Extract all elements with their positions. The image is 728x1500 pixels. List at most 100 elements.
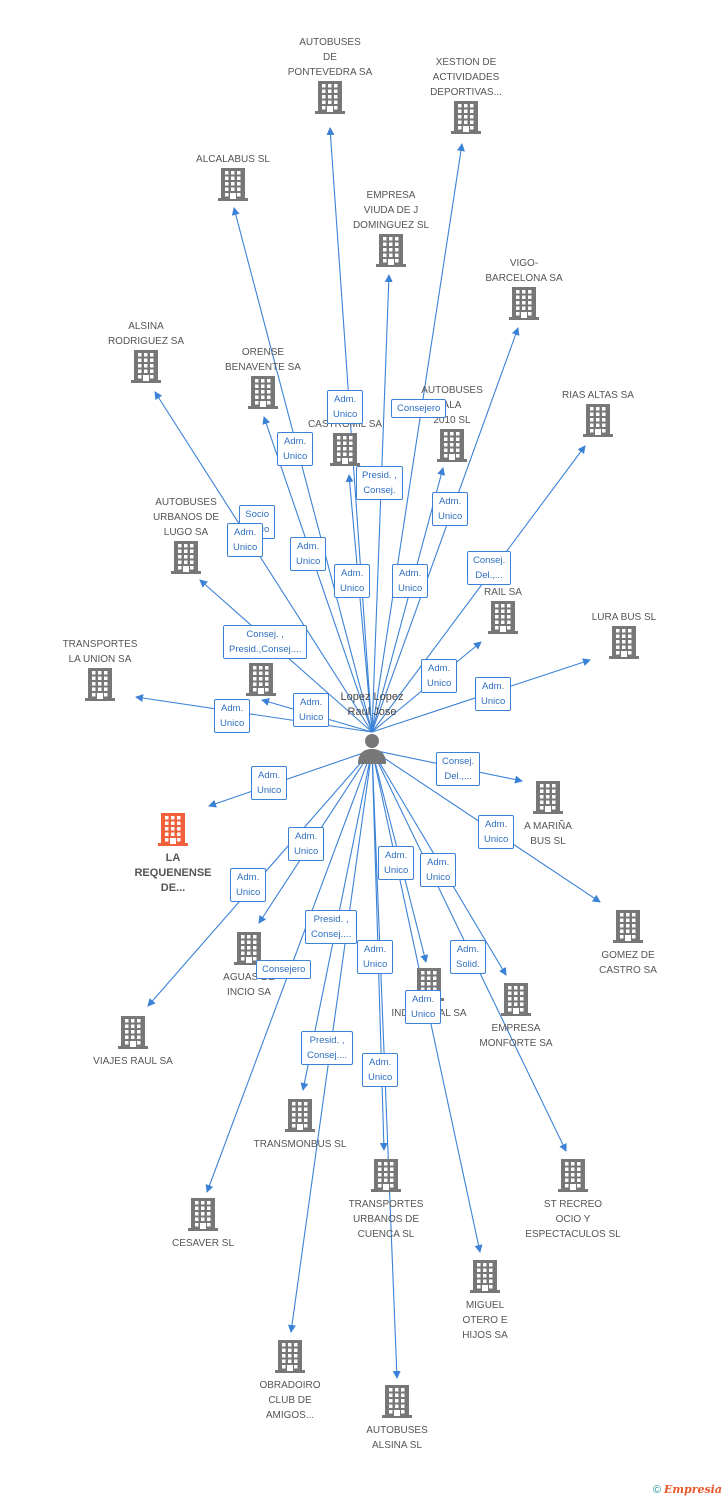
building-icon	[118, 812, 228, 851]
building-icon	[493, 780, 603, 819]
company-label: TRANSPORTES URBANOS DE CUENCA SL	[348, 1199, 424, 1240]
company-node-st-recreo[interactable]: ST RECREO OCIO Y ESPECTACULOS SL	[518, 1158, 628, 1242]
company-label: ALCALABUS SL	[196, 154, 270, 165]
company-label: MIGUEL OTERO E HIJOS SA	[462, 1300, 508, 1341]
company-node-rias-altas[interactable]: RIAS ALTAS SA	[543, 388, 653, 442]
company-node-vigo-barcelona[interactable]: VIGO- BARCELONA SA	[469, 256, 579, 325]
relation-label-r17[interactable]: Adm. Unico	[251, 766, 288, 800]
company-label: A MARIÑA BUS SL	[524, 821, 572, 847]
relation-label-r19[interactable]: Adm. Unico	[478, 815, 515, 849]
building-icon	[194, 931, 304, 970]
company-node-obradoiro[interactable]: OBRADOIRO CLUB DE AMIGOS...	[235, 1339, 345, 1423]
company-node-lura-bus[interactable]: LURA BUS SL	[569, 610, 679, 664]
relation-label-r25[interactable]: Consejero	[256, 960, 312, 979]
company-node-alsina-rodriguez[interactable]: ALSINA RODRIGUEZ SA	[91, 319, 201, 388]
relation-label-r3[interactable]: Adm. Unico	[277, 432, 314, 466]
relation-label-r26[interactable]: Adm. Unico	[357, 940, 394, 974]
footer-brand[interactable]: © Empresia	[653, 1483, 722, 1496]
relation-label-r8[interactable]: Adm. Unico	[290, 537, 327, 571]
relation-label-r29[interactable]: Presid. , Consej....	[301, 1031, 354, 1065]
relation-label-r10[interactable]: Adm. Unico	[392, 564, 429, 598]
company-node-autobuses-alsina[interactable]: AUTOBUSES ALSINA SL	[342, 1384, 452, 1453]
edge-orense-benavente	[262, 416, 373, 733]
company-label: CESAVER SL	[171, 1238, 235, 1249]
company-node-transmonbus[interactable]: TRANSMONBUS SL	[245, 1098, 355, 1152]
company-node-xestion[interactable]: XESTION DE ACTIVIDADES DEPORTIVAS...	[411, 55, 521, 139]
edge-rias-altas	[371, 445, 586, 733]
company-label: CASTROMIL SA	[307, 419, 383, 430]
building-icon	[245, 1098, 355, 1137]
building-icon	[131, 540, 241, 579]
relation-label-r2[interactable]: Consejero	[391, 399, 447, 418]
company-node-transportes-cuenca[interactable]: TRANSPORTES URBANOS DE CUENCA SL	[331, 1158, 441, 1242]
relation-label-r20[interactable]: Adm. Unico	[288, 827, 325, 861]
building-icon	[448, 600, 558, 639]
building-icon	[430, 1259, 540, 1298]
building-icon	[78, 1015, 188, 1054]
company-node-viajes-raul[interactable]: VIAJES RAUL SA	[78, 1015, 188, 1069]
building-icon	[573, 909, 683, 948]
company-label: ALSINA RODRIGUEZ SA	[107, 321, 185, 347]
company-node-marina-bus[interactable]: A MARIÑA BUS SL	[493, 780, 603, 849]
company-node-unnamed-bldg[interactable]	[206, 662, 316, 701]
relation-label-r13[interactable]: Adm. Unico	[421, 659, 458, 693]
relation-label-r15[interactable]: Adm. Unico	[293, 693, 330, 727]
building-icon	[91, 349, 201, 388]
building-icon	[331, 1158, 441, 1197]
company-label: LA REQUENENSE DE...	[134, 852, 212, 894]
relation-label-r27[interactable]: Adm. Solid.	[450, 940, 486, 974]
relation-label-r23[interactable]: Adm. Unico	[420, 853, 457, 887]
company-label: TRANSMONBUS SL	[253, 1139, 347, 1150]
company-node-transportes-union[interactable]: TRANSPORTES LA UNION SA	[45, 637, 155, 706]
company-node-autobuses-pontevedra[interactable]: AUTOBUSES DE PONTEVEDRA SA	[275, 35, 385, 119]
relation-label-r7[interactable]: Adm. Unico	[227, 523, 264, 557]
company-node-autobuses-lugo[interactable]: AUTOBUSES URBANOS DE LUGO SA	[131, 495, 241, 579]
relation-label-r14[interactable]: Adm. Unico	[214, 699, 251, 733]
company-node-miguel-otero[interactable]: MIGUEL OTERO E HIJOS SA	[430, 1259, 540, 1343]
relation-label-r18[interactable]: Consej. Del.,...	[436, 752, 481, 786]
relation-label-r4[interactable]: Presid. , Consej.	[356, 466, 403, 500]
building-icon	[208, 375, 318, 414]
relation-label-r1[interactable]: Adm. Unico	[327, 390, 364, 424]
building-icon	[235, 1339, 345, 1378]
building-icon	[397, 428, 507, 467]
edge-vigo-barcelona	[371, 327, 520, 733]
relation-label-r24[interactable]: Presid. , Consej....	[305, 910, 358, 944]
relation-label-r28[interactable]: Adm. Unico	[405, 990, 442, 1024]
company-node-empresa-monforte[interactable]: EMPRESA MONFORTE SA	[461, 982, 571, 1051]
company-node-orense-benavente[interactable]: ORENSE BENAVENTE SA	[208, 345, 318, 414]
person-node[interactable]: Lopez Lopez Raul Jose	[327, 690, 417, 769]
company-label: AUTOBUSES ALSINA SL	[366, 1425, 428, 1451]
building-icon	[290, 432, 400, 471]
company-node-empresa-viuda[interactable]: EMPRESA VIUDA DE J DOMINGUEZ SL	[336, 188, 446, 272]
relation-label-r5[interactable]: Adm. Unico	[432, 492, 469, 526]
relation-label-r9[interactable]: Adm. Unico	[334, 564, 371, 598]
company-node-castromil[interactable]: CASTROMIL SA	[290, 417, 400, 471]
company-node-cesaver[interactable]: CESAVER SL	[148, 1197, 258, 1251]
edge-autobuses-pontevedra	[326, 127, 373, 733]
company-node-autobuses-ala[interactable]: AUTOBUSES ALA 2010 SL	[397, 383, 507, 467]
building-icon	[178, 167, 288, 206]
building-icon	[336, 233, 446, 272]
relation-label-r21[interactable]: Adm. Unico	[230, 868, 267, 902]
company-label: TRANSPORTES LA UNION SA	[62, 639, 138, 665]
person-name: Lopez Lopez Raul Jose	[340, 691, 404, 718]
building-icon	[461, 982, 571, 1021]
relation-label-r12[interactable]: Consej. , Presid.,Consej....	[223, 625, 308, 659]
edge-alcalabus	[231, 207, 373, 733]
edge-autobuses-ala	[371, 467, 446, 733]
relation-label-r22[interactable]: Adm. Unico	[378, 846, 415, 880]
company-node-rail[interactable]: RAIL SA	[448, 585, 558, 639]
relation-label-r30[interactable]: Adm. Unico	[362, 1053, 399, 1087]
edge-transportes-union	[135, 694, 373, 733]
relation-label-r16[interactable]: Adm. Unico	[475, 677, 512, 711]
company-label: EMPRESA VIUDA DE J DOMINGUEZ SL	[352, 190, 430, 231]
building-icon	[148, 1197, 258, 1236]
company-label: ST RECREO OCIO Y ESPECTACULOS SL	[525, 1199, 621, 1240]
company-node-la-requenense[interactable]: LA REQUENENSE DE...	[118, 812, 228, 896]
relation-label-r11[interactable]: Consej. Del.,...	[467, 551, 512, 585]
building-icon	[342, 1384, 452, 1423]
company-node-alcalabus[interactable]: ALCALABUS SL	[178, 152, 288, 206]
edge-castromil	[345, 474, 373, 733]
company-node-gomez-castro[interactable]: GOMEZ DE CASTRO SA	[573, 909, 683, 978]
